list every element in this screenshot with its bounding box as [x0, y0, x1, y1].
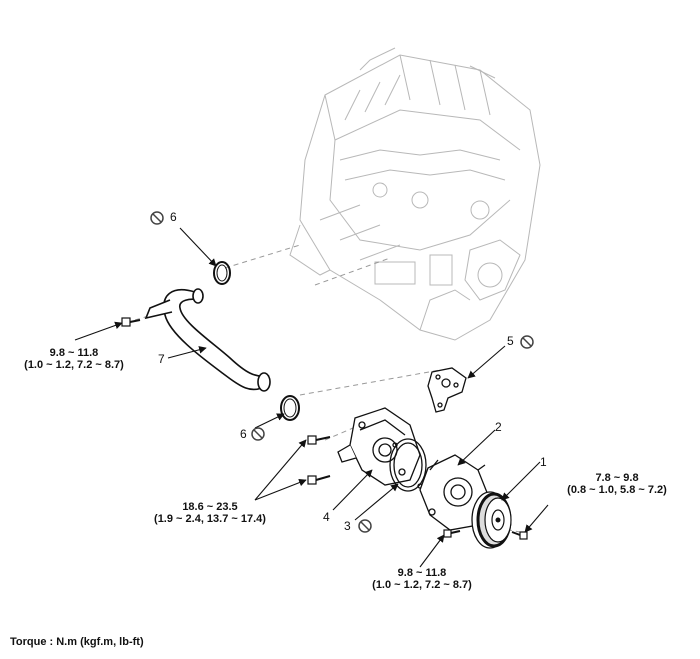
prohibited-reuse-icon [150, 211, 164, 225]
part-number-5: 5 [507, 334, 514, 348]
leader-lines [74, 227, 549, 568]
torque-pulley-bolt: 7.8 ~ 9.8 (0.8 ~ 1.0, 5.8 ~ 7.2) [553, 472, 681, 496]
torque-pump-bolts: 18.6 ~ 23.5 (1.9 ~ 2.4, 13.7 ~ 17.4) [140, 501, 280, 525]
torque-pump-bolts-alt: (1.9 ~ 2.4, 13.7 ~ 17.4) [154, 513, 266, 525]
gasket-5 [427, 367, 467, 413]
prohibited-reuse-icon [251, 427, 265, 441]
torque-pulley-bolt-nm: 7.8 ~ 9.8 [595, 472, 639, 484]
part-number-6-lower: 6 [240, 427, 247, 441]
torque-pipe-bolt-nm: 9.8 ~ 11.8 [49, 347, 99, 359]
torque-housing-bolt-nm: 9.8 ~ 11.8 [397, 567, 447, 579]
torque-pulley-bolt-alt: (0.8 ~ 1.0, 5.8 ~ 7.2) [567, 484, 667, 496]
pump-pulley [471, 491, 512, 549]
water-pipe [144, 288, 271, 392]
part-number-1: 1 [540, 455, 547, 469]
o-ring-lower [280, 395, 300, 421]
part-number-4: 4 [323, 510, 330, 524]
torque-pump-bolts-nm: 18.6 ~ 23.5 [182, 501, 238, 513]
torque-unit-legend: Torque : N.m (kgf.m, lb-ft) [10, 636, 144, 648]
part-number-7: 7 [158, 352, 165, 366]
o-ring-upper [213, 261, 231, 285]
torque-pipe-bolt-alt: (1.0 ~ 1.2, 7.2 ~ 8.7) [24, 359, 124, 371]
pump-housing [337, 407, 421, 486]
part-number-2: 2 [495, 420, 502, 434]
prohibited-reuse-icon [358, 519, 372, 533]
prohibited-reuse-icon [520, 335, 534, 349]
part-number-3: 3 [344, 519, 351, 533]
torque-housing-bolt: 9.8 ~ 11.8 (1.0 ~ 1.2, 7.2 ~ 8.7) [358, 567, 486, 591]
torque-pipe-bolt: 9.8 ~ 11.8 (1.0 ~ 1.2, 7.2 ~ 8.7) [10, 347, 138, 371]
pump-bolts [307, 435, 528, 540]
torque-housing-bolt-alt: (1.0 ~ 1.2, 7.2 ~ 8.7) [372, 579, 472, 591]
part-number-6-upper: 6 [170, 210, 177, 224]
engine-block [289, 47, 541, 341]
